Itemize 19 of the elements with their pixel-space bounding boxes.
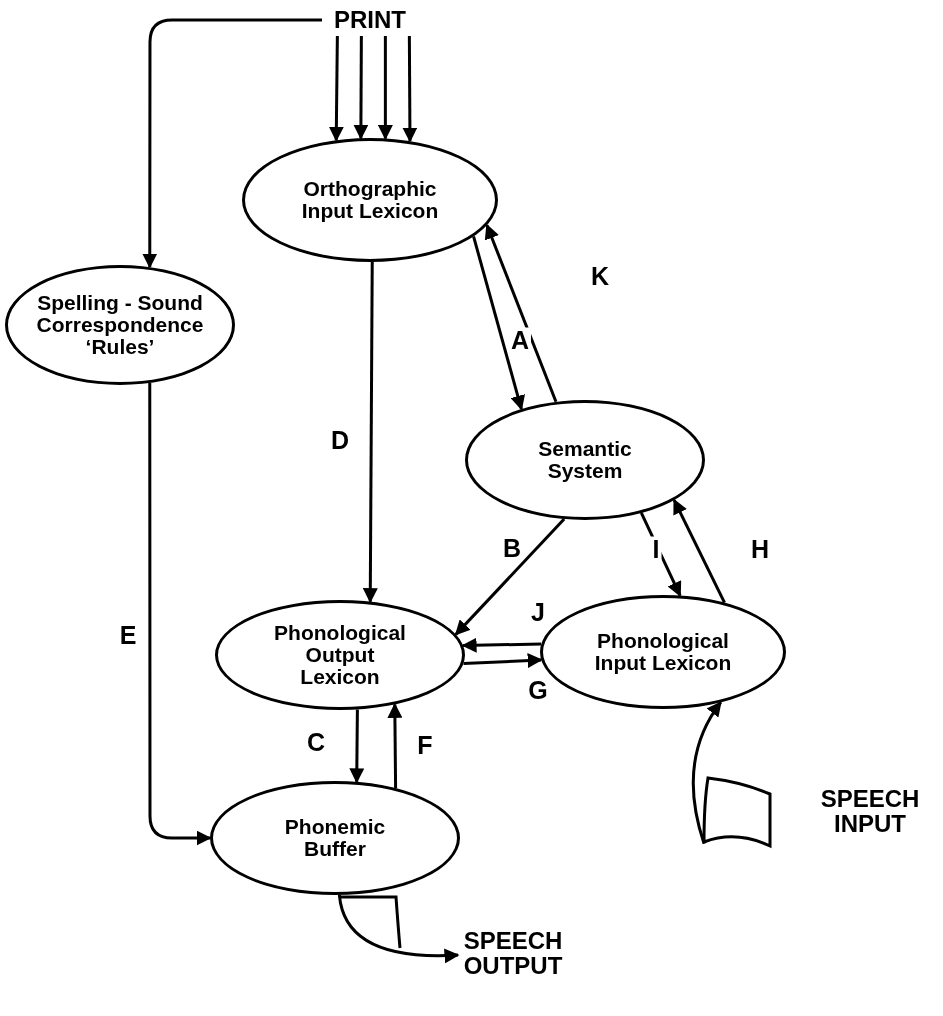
node-label: PRINT <box>333 7 407 33</box>
arrow <box>472 236 526 411</box>
arrow <box>377 36 393 140</box>
arrow <box>353 36 369 140</box>
edge-label: I <box>650 536 662 562</box>
node-label: SPEECH OUTPUT <box>462 927 564 979</box>
arrow <box>387 702 403 789</box>
node-label: Semantic System <box>537 437 633 483</box>
arrow <box>691 701 722 845</box>
arrow <box>454 518 566 636</box>
node-label: Phonological Output Lexicon <box>273 621 407 689</box>
node-label: SPEECH INPUT <box>819 785 921 837</box>
node-label: Orthographic Input Lexicon <box>300 177 440 223</box>
node-label: Spelling - Sound Correspondence ‘Rules’ <box>35 291 205 359</box>
node-label: Phonemic Buffer <box>283 815 387 861</box>
arrow <box>337 894 460 964</box>
arrow <box>463 653 543 669</box>
node-label: Phonological Input Lexicon <box>593 629 733 675</box>
arrow <box>672 498 726 604</box>
